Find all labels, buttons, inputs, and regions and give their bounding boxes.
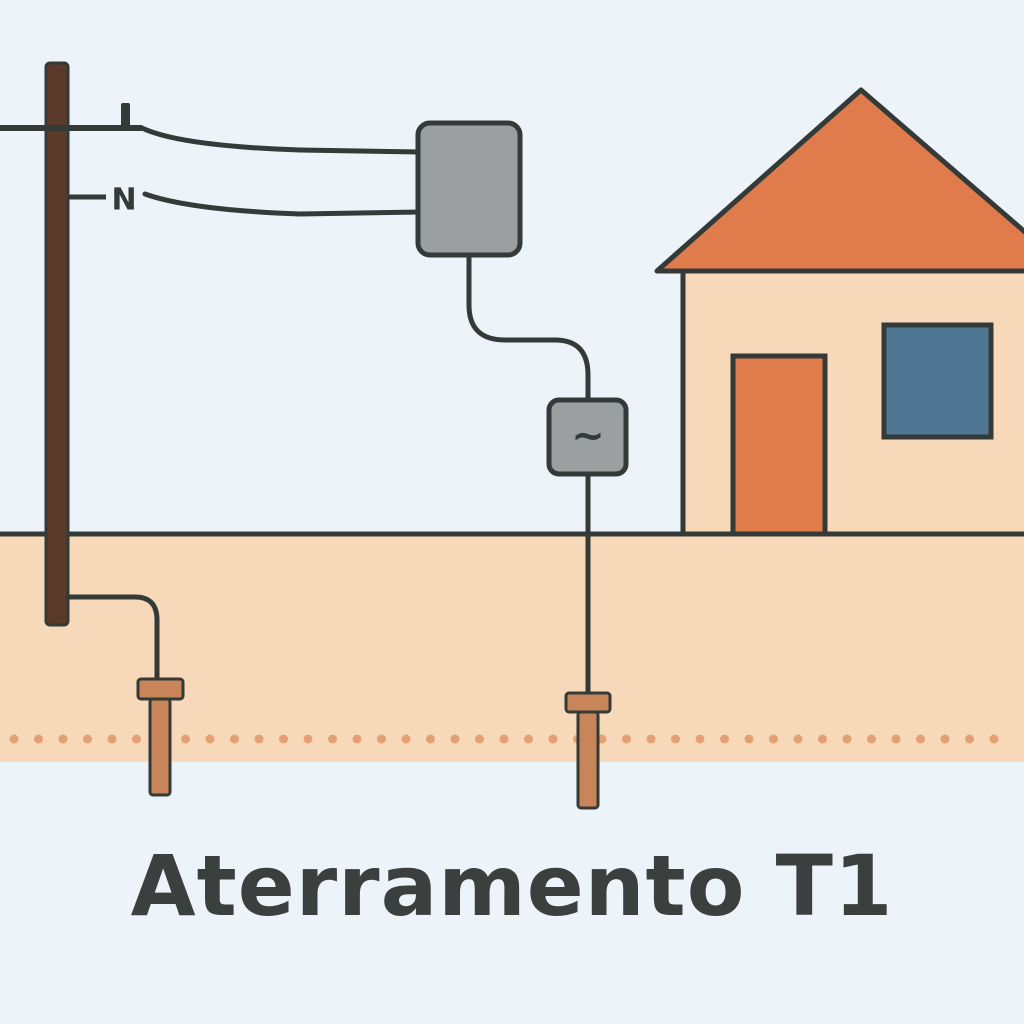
- soil-dot: [352, 734, 362, 744]
- soil-dot: [107, 734, 117, 744]
- soil-dot: [426, 734, 435, 744]
- ground-rod-clamp: [136, 677, 185, 701]
- ac-meter-icon: ~: [546, 397, 629, 477]
- soil-dot: [965, 734, 974, 744]
- soil-dot: [671, 734, 680, 744]
- ground-rod-clamp: [564, 691, 612, 714]
- ground-rod-shaft: [576, 710, 600, 810]
- soil-dot: [303, 734, 313, 744]
- house-icon: [654, 87, 1024, 537]
- pole-ground-conductor: [65, 594, 160, 683]
- soil-dot: [916, 734, 925, 744]
- soil-dot: [181, 734, 190, 744]
- soil-dot: [254, 734, 264, 744]
- soil-dot: [205, 734, 215, 744]
- soil-dot: [524, 734, 533, 744]
- meter-symbol: ~: [571, 413, 605, 459]
- soil-dot: [695, 734, 705, 744]
- soil-dot: [83, 734, 92, 744]
- insulator-icon: [121, 103, 130, 128]
- soil-dot: [769, 734, 778, 744]
- soil-dot: [401, 734, 411, 744]
- ground-rod-shaft: [148, 697, 172, 797]
- phase-wire: [0, 125, 423, 155]
- soil-dot: [720, 734, 729, 744]
- soil-dot: [132, 734, 141, 744]
- soil-dot: [646, 734, 656, 744]
- soil-dotted-line: [9, 734, 999, 744]
- meter-box: [546, 397, 629, 477]
- house-window: [881, 322, 994, 440]
- soil-dot: [230, 734, 239, 744]
- soil-dot: [548, 734, 558, 744]
- house-roof: [654, 87, 1024, 274]
- soil-dot: [597, 734, 607, 744]
- neutral-label: N: [111, 183, 136, 218]
- soil-dot: [475, 734, 484, 744]
- soil-dot: [818, 734, 827, 744]
- soil-dot: [499, 734, 509, 744]
- neutral-wire: [142, 191, 423, 217]
- diagram-caption: Aterramento T1: [130, 837, 894, 935]
- soil-dot: [940, 734, 950, 744]
- transformer-box-icon: [415, 120, 523, 258]
- soil-dot: [891, 734, 901, 744]
- soil-dot: [58, 734, 68, 744]
- soil-dot: [34, 734, 43, 744]
- soil-dot: [842, 734, 852, 744]
- soil-dot: [744, 734, 754, 744]
- utility-pole: [44, 61, 70, 627]
- ground-rod-icon: [564, 691, 612, 810]
- soil-dot: [989, 734, 999, 744]
- soil-dot: [450, 734, 460, 744]
- soil-dot: [328, 734, 337, 744]
- soil-dot: [377, 734, 386, 744]
- soil-dot: [622, 734, 631, 744]
- house-door: [730, 353, 828, 537]
- soil-dot: [279, 734, 288, 744]
- soil-dot: [9, 734, 19, 744]
- soil-dot: [793, 734, 803, 744]
- soil-dot: [867, 734, 876, 744]
- ground-rod-icon: [136, 677, 185, 797]
- service-conductor: [466, 254, 591, 403]
